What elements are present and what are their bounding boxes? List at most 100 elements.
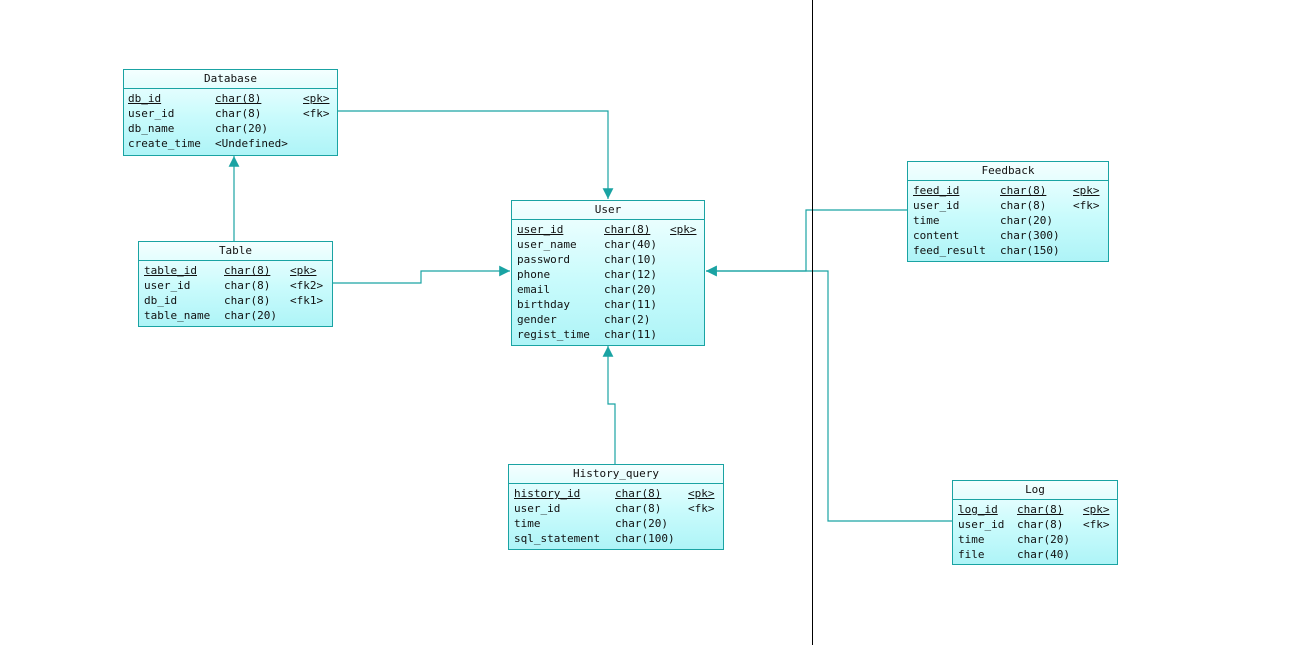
- column-name: feed_id: [913, 184, 960, 197]
- column-name: regist_time: [517, 328, 590, 341]
- column-name: file: [958, 548, 985, 561]
- column-key: <fk>: [1083, 518, 1110, 531]
- column-name: user_id: [514, 502, 561, 515]
- column-type: char(11): [604, 298, 657, 311]
- column-name: password: [517, 253, 570, 266]
- column-name: user_id: [958, 518, 1005, 531]
- column-key: <pk>: [1073, 184, 1100, 197]
- column-name: gender: [517, 313, 557, 326]
- entity-row: birthday char(11): [512, 297, 704, 312]
- entity-row: db_id char(8) <pk>: [124, 91, 337, 106]
- column-key: <pk>: [670, 223, 697, 236]
- entity-feedback[interactable]: Feedback feed_id char(8) <pk> user_id ch…: [907, 161, 1109, 262]
- entity-row: user_id char(8) <fk>: [908, 198, 1108, 213]
- link-history-user: [602, 346, 616, 464]
- column-type: char(10): [604, 253, 657, 266]
- link-database-user: [337, 110, 614, 199]
- column-key: <fk>: [1073, 199, 1100, 212]
- entity-table[interactable]: Table table_id char(8) <pk> user_id char…: [138, 241, 333, 327]
- entity-user[interactable]: User user_id char(8) <pk> user_name char…: [511, 200, 705, 346]
- entity-row: table_id char(8) <pk>: [139, 263, 332, 278]
- column-type: char(11): [604, 328, 657, 341]
- entity-row: phone char(12): [512, 267, 704, 282]
- column-type: char(8): [215, 107, 262, 120]
- column-type: char(8): [1000, 184, 1047, 197]
- column-key: <fk1>: [290, 294, 324, 307]
- entity-row: user_id char(8) <fk>: [953, 517, 1117, 532]
- entity-database[interactable]: Database db_id char(8) <pk> user_id char…: [123, 69, 338, 156]
- entity-title: Table: [139, 242, 332, 261]
- column-key: <fk>: [303, 107, 330, 120]
- entity-row: password char(10): [512, 252, 704, 267]
- column-name: db_name: [128, 122, 175, 135]
- entity-row: log_id char(8) <pk>: [953, 502, 1117, 517]
- entity-title: Feedback: [908, 162, 1108, 181]
- entity-row: file char(40): [953, 547, 1117, 562]
- column-name: create_time: [128, 137, 201, 150]
- column-type: char(20): [1017, 533, 1070, 546]
- column-key: <pk>: [688, 487, 715, 500]
- column-name: user_id: [128, 107, 175, 120]
- entity-row: time char(20): [908, 213, 1108, 228]
- entity-rows: db_id char(8) <pk> user_id char(8) <fk> …: [124, 89, 337, 151]
- column-name: history_id: [514, 487, 581, 500]
- entity-row: table_name char(20): [139, 308, 332, 323]
- entity-row: history_id char(8) <pk>: [509, 486, 723, 501]
- entity-row: time char(20): [509, 516, 723, 531]
- entity-row: feed_result char(150): [908, 243, 1108, 258]
- entity-row: user_name char(40): [512, 237, 704, 252]
- entity-row: content char(300): [908, 228, 1108, 243]
- entity-title: User: [512, 201, 704, 220]
- column-type: char(8): [215, 92, 262, 105]
- entity-row: sql_statement char(100): [509, 531, 723, 546]
- column-type: <Undefined>: [215, 137, 288, 150]
- entity-log[interactable]: Log log_id char(8) <pk> user_id char(8) …: [952, 480, 1118, 565]
- column-name: log_id: [958, 503, 998, 516]
- column-name: email: [517, 283, 551, 296]
- link-table-user: [332, 265, 510, 284]
- column-type: char(8): [224, 264, 271, 277]
- entity-row: gender char(2): [512, 312, 704, 327]
- column-type: char(8): [604, 223, 651, 236]
- column-type: char(8): [1000, 199, 1047, 212]
- entity-rows: user_id char(8) <pk> user_name char(40) …: [512, 220, 704, 342]
- column-type: char(8): [1017, 518, 1064, 531]
- entity-rows: history_id char(8) <pk> user_id char(8) …: [509, 484, 723, 546]
- column-type: char(20): [615, 517, 668, 530]
- entity-title: Log: [953, 481, 1117, 500]
- column-name: birthday: [517, 298, 570, 311]
- entity-history-query[interactable]: History_query history_id char(8) <pk> us…: [508, 464, 724, 550]
- column-type: char(300): [1000, 229, 1060, 242]
- column-key: <pk>: [303, 92, 330, 105]
- entity-row: db_name char(20): [124, 121, 337, 136]
- entity-row: create_time <Undefined>: [124, 136, 337, 151]
- column-type: char(8): [1017, 503, 1064, 516]
- column-name: phone: [517, 268, 551, 281]
- column-type: char(8): [615, 487, 662, 500]
- column-name: sql_statement: [514, 532, 601, 545]
- column-type: char(20): [224, 309, 277, 322]
- column-name: content: [913, 229, 960, 242]
- column-type: char(8): [224, 279, 271, 292]
- link-log-user: [706, 265, 952, 522]
- column-type: char(12): [604, 268, 657, 281]
- column-name: table_id: [144, 264, 197, 277]
- column-type: char(20): [604, 283, 657, 296]
- column-type: char(100): [615, 532, 675, 545]
- entity-row: db_id char(8) <fk1>: [139, 293, 332, 308]
- column-type: char(20): [215, 122, 268, 135]
- vertical-divider: [812, 0, 813, 645]
- entity-rows: table_id char(8) <pk> user_id char(8) <f…: [139, 261, 332, 323]
- entity-row: user_id char(8) <fk>: [509, 501, 723, 516]
- column-name: feed_result: [913, 244, 986, 257]
- column-key: <pk>: [290, 264, 317, 277]
- entity-rows: feed_id char(8) <pk> user_id char(8) <fk…: [908, 181, 1108, 258]
- column-name: time: [958, 533, 985, 546]
- entity-title: Database: [124, 70, 337, 89]
- entity-row: feed_id char(8) <pk>: [908, 183, 1108, 198]
- column-key: <fk>: [688, 502, 715, 515]
- entity-title: History_query: [509, 465, 723, 484]
- column-name: user_id: [913, 199, 960, 212]
- entity-row: user_id char(8) <fk2>: [139, 278, 332, 293]
